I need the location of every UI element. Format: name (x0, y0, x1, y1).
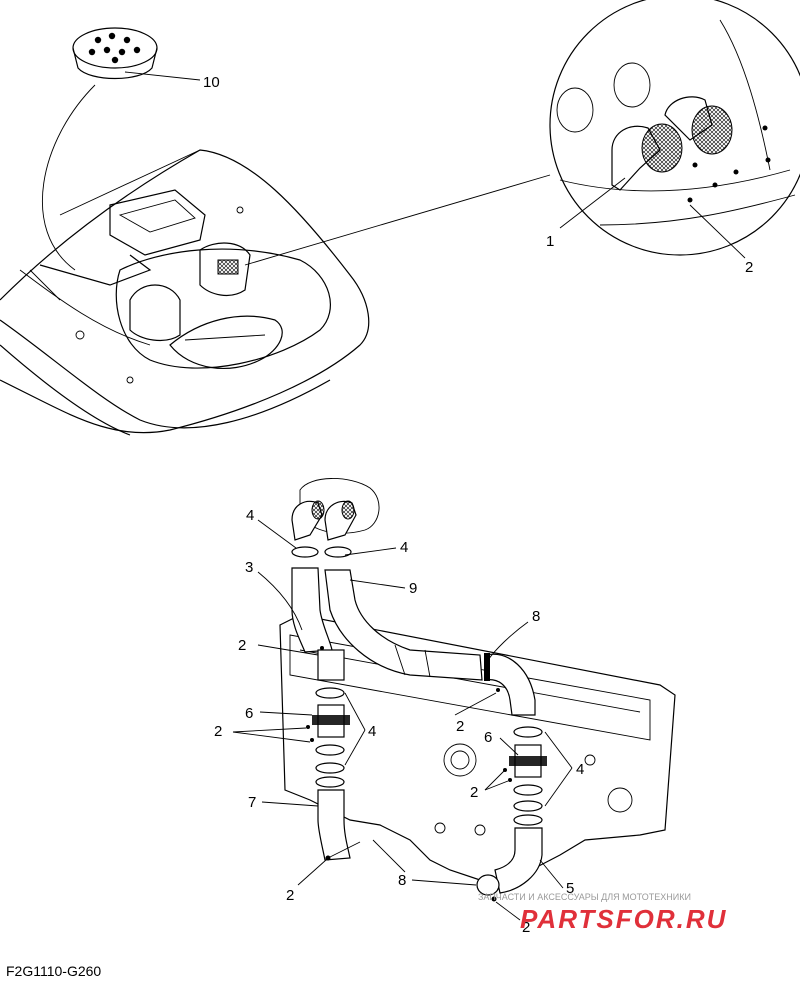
callout-3: 3 (245, 559, 253, 576)
hull-deck-illustration (0, 149, 370, 436)
callout-4: 4 (576, 761, 584, 778)
callout-1: 1 (546, 233, 554, 250)
callout-10: 10 (203, 74, 220, 91)
callout-2: 2 (522, 919, 530, 936)
watermark-brand: PARTSFOR.RU (520, 904, 727, 934)
callout-4: 4 (246, 507, 254, 524)
callout-6: 6 (245, 705, 253, 722)
callout-2: 2 (456, 718, 464, 735)
callout-2: 2 (214, 723, 222, 740)
callout-9: 9 (409, 580, 417, 597)
callout-labels: 10 1 2 4 4 3 9 8 2 2 6 2 4 6 4 2 7 2 8 5… (203, 74, 753, 936)
callout-8: 8 (532, 608, 540, 625)
watermark: ЗАПЧАСТИ И АКСЕССУАРЫ ДЛЯ МОТОТЕХНИКИ PA… (478, 892, 727, 934)
vent-cap-part-10 (42, 27, 201, 271)
callout-4: 4 (400, 539, 408, 556)
callout-5: 5 (566, 880, 574, 897)
callout-2: 2 (238, 637, 246, 654)
callout-6: 6 (484, 729, 492, 746)
callout-2: 2 (745, 259, 753, 276)
callout-8: 8 (398, 872, 406, 889)
leader-lines (232, 519, 573, 921)
watermark-tagline: ЗАПЧАСТИ И АКСЕССУАРЫ ДЛЯ МОТОТЕХНИКИ (478, 892, 691, 902)
callout-2: 2 (286, 887, 294, 904)
callout-7: 7 (248, 794, 256, 811)
duct-assembly-illustration (279, 478, 676, 902)
callout-4: 4 (368, 723, 376, 740)
callout-2: 2 (470, 784, 478, 801)
detail-callout-circle (244, 0, 800, 266)
drawing-code: F2G1110-G260 (6, 963, 101, 979)
